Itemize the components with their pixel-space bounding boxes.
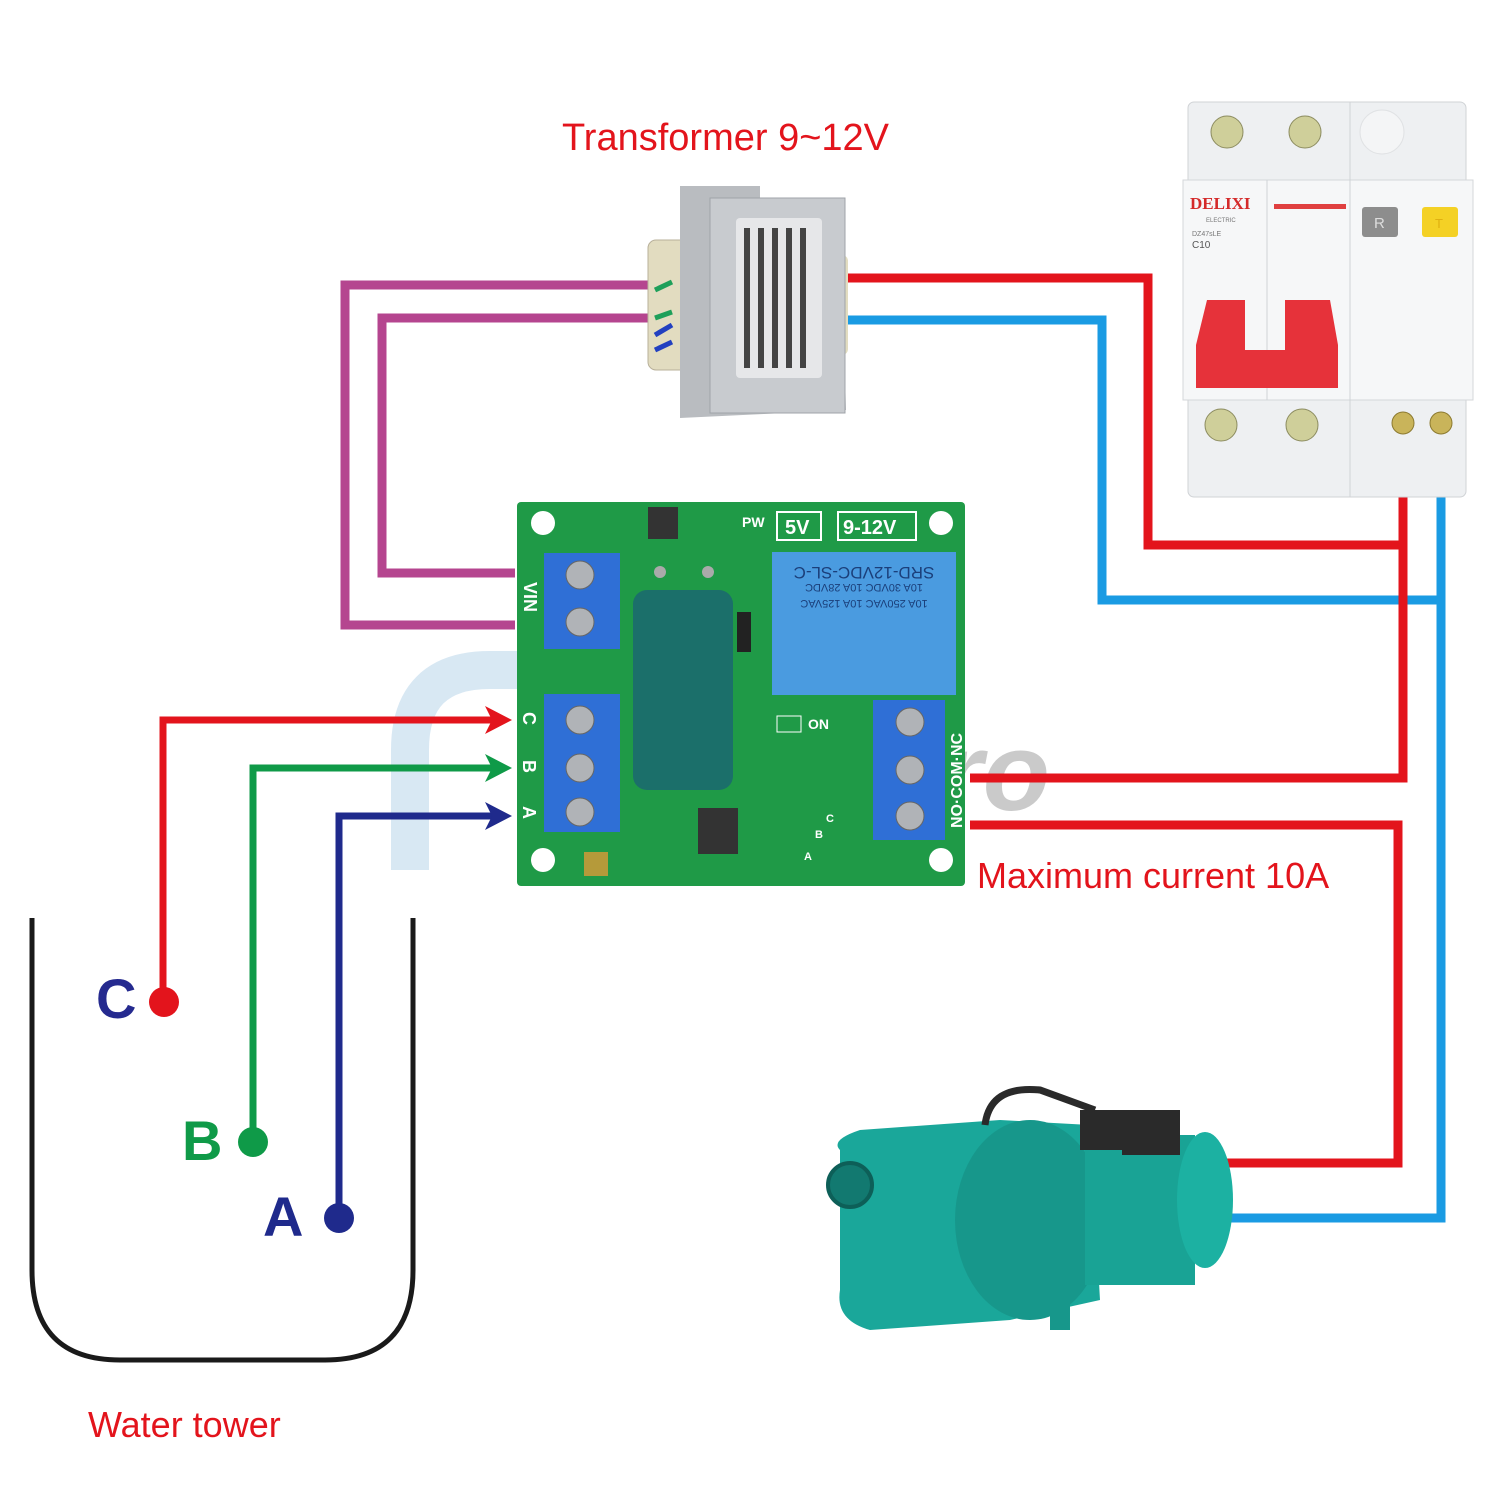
test-button: T: [1435, 216, 1443, 231]
mount-hole: [929, 848, 953, 872]
relay-board: VIN C B A PW 5V 9-12V SRD-12VDC-SL-C 10A…: [517, 502, 966, 886]
transformer-primary-wires: [840, 273, 1441, 605]
mount-hole: [531, 511, 555, 535]
breaker-live-out: [970, 425, 1408, 783]
mount-hole: [929, 511, 953, 535]
transformer-label: Transformer 9~12V: [562, 117, 890, 159]
sensor-wire-a: [335, 812, 495, 1215]
arrow-a-icon: [485, 802, 512, 830]
breaker-lever: [1196, 300, 1338, 388]
water-pump: [826, 1085, 1233, 1330]
regulator-chip: [648, 507, 678, 539]
breaker-output-wires: [970, 425, 1446, 1223]
secondary-wire-outer: [340, 280, 650, 630]
terminal-b-label: B: [519, 760, 539, 773]
breaker-model: DZ47sLE: [1192, 231, 1222, 238]
probe-b: B: [182, 1109, 268, 1172]
sense-mark-b: B: [815, 829, 823, 841]
vin-label: VIN: [520, 582, 540, 612]
breaker-rating: C10: [1192, 240, 1211, 251]
terminal-a-label: A: [519, 806, 539, 819]
transformer-leads: [653, 279, 674, 353]
primary-live-wire: [840, 273, 1403, 550]
mount-hole: [531, 848, 555, 872]
probe-b-dot: [238, 1127, 268, 1157]
sensor-terminal: [544, 694, 620, 832]
sensor-arrows: [485, 706, 512, 830]
sensor-wire-c: [159, 716, 495, 1000]
relay-to-pump-live: [970, 820, 1403, 1168]
transformer-nameplate-text: [744, 228, 806, 368]
probe-a: A: [263, 1185, 354, 1248]
breaker-neutral-out: [1215, 425, 1446, 1223]
output-terminal: [873, 700, 945, 840]
probe-b-label: B: [182, 1109, 222, 1172]
on-label: ON: [808, 716, 829, 732]
jumper-5v-label: 5V: [785, 517, 810, 539]
relay: SRD-12VDC-SL-C 10A 30VDC 10A 28VDC 10A 2…: [772, 552, 956, 695]
arrow-b-icon: [485, 754, 512, 782]
transformer-secondary-wires: [340, 280, 650, 630]
probe-c-label: C: [96, 967, 136, 1030]
primary-neutral-wire: [840, 315, 1441, 605]
relay-model: SRD-12VDC-SL-C: [794, 563, 935, 582]
breaker-brand: DELIXI: [1190, 194, 1251, 213]
water-tower-label: Water tower: [88, 1404, 281, 1445]
relay-rating-1: 10A 30VDC 10A 28VDC: [805, 581, 923, 593]
transformer: [647, 186, 848, 418]
probe-a-label: A: [263, 1185, 303, 1248]
terminal-c-label: C: [519, 712, 539, 725]
probe-c: C: [96, 967, 179, 1030]
water-tower-tank: [29, 918, 416, 1363]
breaker-sub: ELECTRIC: [1206, 218, 1236, 224]
reset-button: R: [1374, 215, 1385, 232]
comparator-chip: [698, 808, 738, 854]
vin-terminal: [544, 553, 620, 649]
probe-c-dot: [149, 987, 179, 1017]
output-terminal-label: NO·COM·NC: [949, 732, 966, 828]
capacitor: [633, 590, 733, 790]
max-current-label: Maximum current 10A: [977, 855, 1329, 896]
relay-rating-2: 10A 250VAC 10A 125VAC: [800, 597, 927, 609]
sense-mark-c: C: [826, 813, 834, 825]
secondary-wire-inner: [377, 313, 650, 578]
diode: [737, 612, 751, 652]
pw-label: PW: [742, 514, 765, 530]
sense-mark-a: A: [804, 851, 812, 863]
arrow-c-icon: [485, 706, 512, 734]
probe-a-dot: [324, 1203, 354, 1233]
jumper-12v-label: 9-12V: [843, 517, 897, 539]
sensor-wire-b: [249, 764, 495, 1140]
sensor-wires: [159, 716, 495, 1215]
leakage-breaker: DELIXI ELECTRIC DZ47sLE C10 R T: [1182, 101, 1474, 498]
